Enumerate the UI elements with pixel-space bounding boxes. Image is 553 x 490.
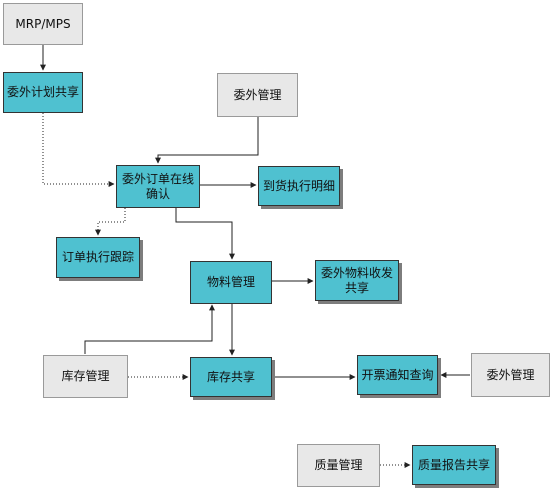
node-quality-report-share-label: 质量报告共享 <box>417 457 490 472</box>
node-invoice-notice-query-label: 开票通知查询 <box>361 367 434 382</box>
node-quality-report-share: 质量报告共享 <box>412 445 496 485</box>
node-invoice-notice-query: 开票通知查询 <box>357 355 438 395</box>
node-order-online-confirm: 委外订单在线 确认 <box>116 165 200 208</box>
node-inventory-mgmt-label: 库存管理 <box>61 369 110 383</box>
node-mrp-mps-label: MRP/MPS <box>15 16 71 31</box>
edge-order-to-material <box>175 208 235 260</box>
node-outsourcing-mgmt-right-label: 委外管理 <box>486 367 535 382</box>
node-outsourcing-plan-share-label: 委外计划共享 <box>6 85 79 99</box>
node-inventory-share: 库存共享 <box>190 357 272 397</box>
node-outsourcing-mgmt-right: 委外管理 <box>471 353 550 397</box>
node-inventory-share-label: 库存共享 <box>206 369 255 384</box>
node-material-mgmt-label: 物料管理 <box>206 275 255 289</box>
node-material-mgmt: 物料管理 <box>190 261 272 304</box>
node-inventory-mgmt: 库存管理 <box>43 355 128 398</box>
edge-inventory-mgmt-to-material <box>84 304 215 354</box>
edge-order-to-tracking <box>95 208 126 236</box>
node-order-execution-tracking-label: 订单执行跟踪 <box>61 250 134 264</box>
edge-mgmt-to-order <box>155 117 259 164</box>
node-order-execution-tracking: 订单执行跟踪 <box>56 237 140 278</box>
edge-plan-to-order <box>42 113 115 187</box>
node-quality-mgmt-label: 质量管理 <box>314 458 363 472</box>
node-mrp-mps: MRP/MPS <box>3 3 83 45</box>
node-material-transfer-share: 委外物料收发 共享 <box>315 260 399 301</box>
node-outsourcing-plan-share: 委外计划共享 <box>3 72 83 113</box>
node-order-online-confirm-label: 委外订单在线 确认 <box>121 171 194 201</box>
node-quality-mgmt: 质量管理 <box>297 444 380 487</box>
node-outsourcing-mgmt-top-label: 委外管理 <box>233 87 282 102</box>
node-outsourcing-mgmt-top: 委外管理 <box>217 73 298 117</box>
node-arrival-execution-detail-label: 到货执行明细 <box>262 178 335 193</box>
node-arrival-execution-detail: 到货执行明细 <box>258 166 340 206</box>
node-material-transfer-share-label: 委外物料收发 共享 <box>320 265 393 295</box>
